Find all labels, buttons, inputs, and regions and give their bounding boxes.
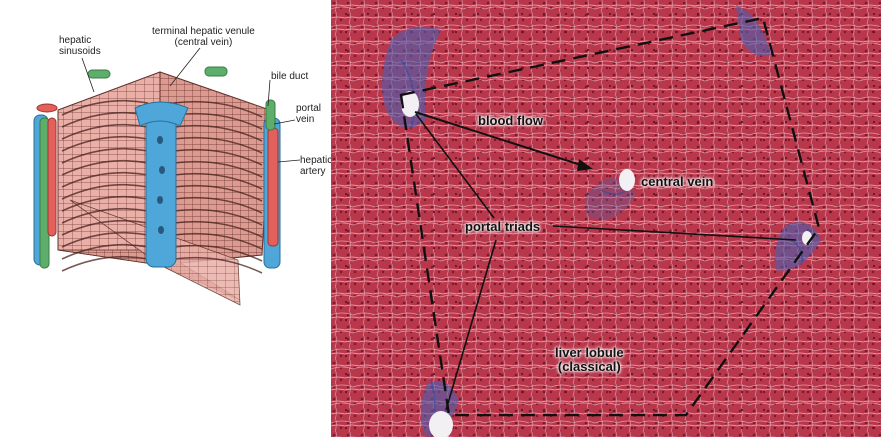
lobule-schematic-panel: hepatic sinusoids terminal hepatic venul… (0, 0, 332, 437)
lobule-outline (399, 16, 821, 417)
sinusoid-line (61, 135, 149, 152)
hepatic-sinusoids-label: hepatic sinusoids (59, 35, 101, 57)
top-bile-duct-left (87, 69, 111, 79)
sinusoid-line (173, 196, 263, 214)
sinusoid-line (173, 232, 263, 250)
sinusoid-line (61, 255, 149, 272)
central-vein-label: central vein (641, 174, 714, 189)
sinusoid-line (173, 136, 263, 154)
portal-vein-label: portal vein (296, 103, 321, 125)
sinusoid-line (61, 171, 149, 188)
sinusoid-line (173, 172, 263, 190)
sinusoid-line (173, 244, 263, 262)
liver-lobule-line2: (classical) (557, 359, 621, 374)
portal-vein-line1: portal (296, 103, 322, 114)
lobule-schematic (33, 47, 301, 306)
sinusoid-line (173, 220, 263, 238)
blood-flow-label: blood flow (478, 113, 543, 128)
sinusoid-line (173, 148, 263, 166)
hepatic-artery-line2: artery (300, 166, 326, 177)
hepatic-sinusoids-line1: hepatic (59, 35, 92, 46)
histology-micrograph (331, 0, 881, 439)
blood-flow-arrow (414, 111, 593, 171)
sinusoid-line (173, 160, 263, 178)
liver-lobule-label: liver lobule (classical) (555, 346, 624, 374)
portal-triads-label: portal triads (465, 219, 541, 234)
sinusoid-line (61, 243, 149, 260)
sinusoid-line (173, 124, 263, 142)
terminal-hepatic-venule-line1: terminal hepatic venule (152, 26, 255, 37)
sinusoid-line (173, 256, 263, 274)
hepatic-artery-label: hepatic artery (300, 155, 332, 177)
portal-vein-line2: vein (296, 114, 315, 125)
hepatic-artery-line1: hepatic (300, 155, 333, 166)
schematic-leader-lines (81, 47, 301, 163)
right-portal-triad (263, 99, 281, 269)
sinusoid-line (61, 195, 149, 212)
portal-vessel-upper-left (401, 91, 419, 117)
left-portal-triad (33, 103, 58, 269)
central-vein-lumen (619, 169, 635, 191)
portal-vessel-bottom (429, 411, 453, 439)
sinusoid-line (173, 100, 263, 118)
central-vein-column (134, 101, 189, 268)
sinusoid-line (173, 184, 263, 202)
sinusoid-line (61, 231, 149, 248)
sinusoid-line (61, 183, 149, 200)
sinusoid-line (61, 207, 149, 224)
bile-duct-label: bile duct (271, 71, 309, 82)
terminal-hepatic-venule-line2: (central vein) (174, 37, 233, 48)
liver-lobule-line1: liver lobule (555, 345, 624, 360)
hepatic-sinusoids-line2: sinusoids (59, 46, 101, 57)
terminal-hepatic-venule-label: terminal hepatic venule (central vein) (152, 26, 255, 48)
sinusoid-line (173, 208, 263, 226)
sinusoid-line (61, 147, 149, 164)
sinusoid-line (61, 99, 149, 116)
portal-triads-pointers (415, 113, 797, 411)
histology-micrograph-panel: blood flow central vein portal triads li… (331, 0, 881, 439)
top-bile-duct-right (204, 66, 228, 77)
sinusoid-line (61, 159, 149, 176)
sinusoid-line (61, 219, 149, 236)
